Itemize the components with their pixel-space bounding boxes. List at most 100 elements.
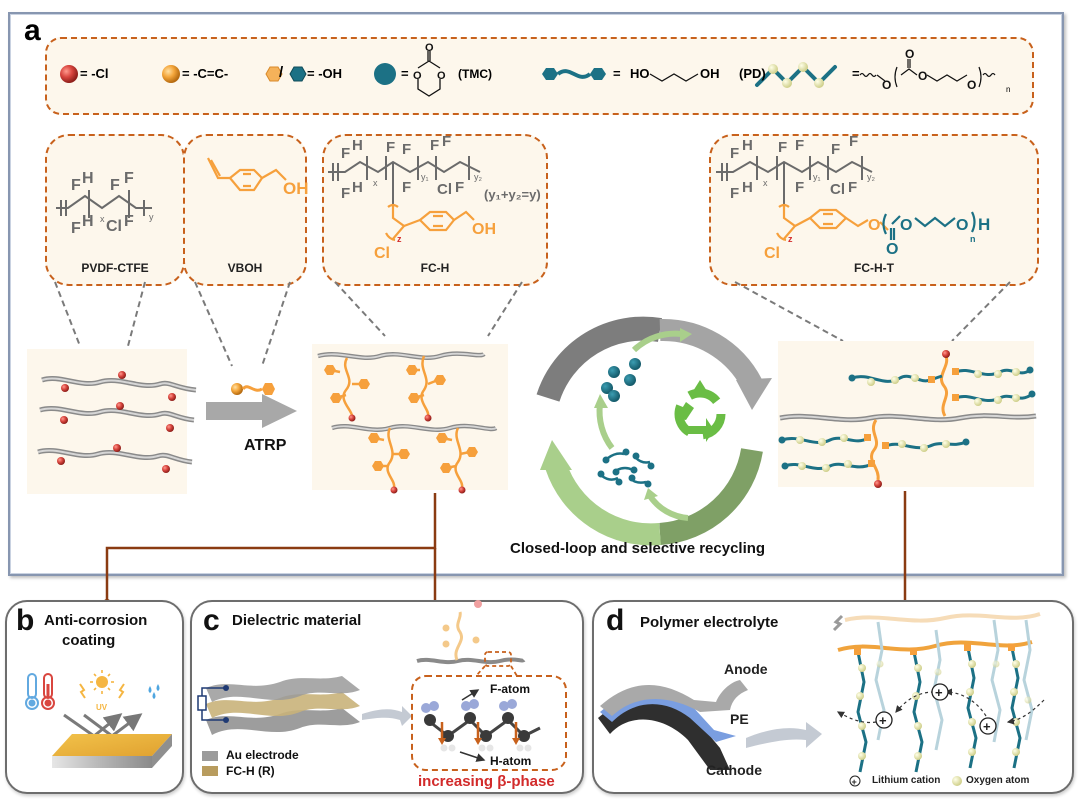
battery-layers xyxy=(598,680,748,770)
legend-box xyxy=(45,37,1034,115)
legend-oxygen-icon xyxy=(952,776,962,786)
fcht-sub-y2: y₂ xyxy=(867,172,876,182)
fcht-h: H xyxy=(978,215,990,234)
panel-c-title: Dielectric material xyxy=(232,612,362,629)
fc-h-chain-inset xyxy=(416,600,526,665)
application-connectors xyxy=(105,491,907,610)
svg-text:F: F xyxy=(341,145,350,162)
fcht-sub-n: n xyxy=(970,234,976,244)
vboh-structure xyxy=(207,157,287,192)
svg-text:O: O xyxy=(437,70,446,82)
hot-thermometer-icon xyxy=(41,673,55,710)
legend-swatch-au xyxy=(202,751,218,761)
legend-pd-name: (PD) xyxy=(739,66,766,81)
alkene-sphere-icon xyxy=(162,65,180,83)
zoom-arrow-c xyxy=(362,706,412,726)
ptmc-chain-icon xyxy=(755,62,837,88)
pvdf-ctfe-chains-panel xyxy=(27,349,187,494)
oh-hexagon-teal-icon xyxy=(289,66,307,82)
pvdf-ctfe-chains xyxy=(37,371,197,473)
legend-pd-ho: HO xyxy=(630,66,650,81)
legend-oh-label: = -OH xyxy=(307,66,343,81)
beta-phase-inset-box xyxy=(411,675,567,771)
svg-text:F: F xyxy=(831,141,840,158)
svg-text:O: O xyxy=(967,78,976,92)
coated-plate-top xyxy=(52,734,172,756)
fc-h-cl-spheres xyxy=(348,414,466,494)
electrode-contact-top xyxy=(223,685,229,691)
fcht-o2: O xyxy=(886,241,898,258)
pd-molecule-icon xyxy=(542,68,606,80)
svg-text:F: F xyxy=(455,179,464,196)
fcht-o3: O xyxy=(956,217,968,234)
tmc-sphere-icon xyxy=(374,63,396,85)
svg-text:F: F xyxy=(430,137,439,154)
svg-text:H: H xyxy=(352,137,363,154)
svg-text:F: F xyxy=(71,177,81,194)
green-arrowhead-icon xyxy=(540,440,572,470)
svg-text:Cl: Cl xyxy=(830,181,845,198)
panel-b-label: b xyxy=(16,604,35,637)
f-atom-label: F-atom xyxy=(490,682,530,696)
pvdf-ctfe-structure xyxy=(56,190,152,218)
svg-text:H: H xyxy=(82,213,94,230)
svg-text:+: + xyxy=(852,777,857,787)
gray-arrowhead-icon xyxy=(736,378,772,410)
panel-d-label: d xyxy=(606,604,625,637)
fcht-sub-y1: y₁ xyxy=(813,172,821,182)
lithium-cation-icons: + + + xyxy=(875,683,997,735)
legend-cl-label: = -Cl xyxy=(80,66,109,81)
svg-text:F: F xyxy=(442,133,451,150)
fc-h-t-box xyxy=(709,134,1039,286)
sun-icon xyxy=(79,670,125,699)
svg-text:F: F xyxy=(848,179,857,196)
legend-pd-oh: OH xyxy=(700,66,720,81)
beta-phase-molecule xyxy=(421,699,541,752)
svg-text:H: H xyxy=(742,179,753,196)
fc-h-backbone xyxy=(328,156,481,206)
legend-au-electrode: Au electrode xyxy=(226,748,299,762)
vboh-name: VBOH xyxy=(227,261,263,275)
legend-oh-separator: / xyxy=(279,64,284,81)
fch-oh: OH xyxy=(472,221,496,238)
legend-graphics: O O O O O O O xyxy=(60,42,996,97)
svg-text:F: F xyxy=(124,170,134,187)
legend-fch-r: FC-H (R) xyxy=(226,764,275,778)
legend-pd-equals: = xyxy=(613,66,621,81)
panel-b-graphics: UV xyxy=(25,670,172,768)
fcht-o1: O xyxy=(900,217,912,234)
svg-text:O: O xyxy=(425,42,434,54)
svg-text:F: F xyxy=(730,185,739,202)
pe-label: PE xyxy=(730,711,749,727)
ptmc-structure xyxy=(859,59,996,88)
svg-text:F: F xyxy=(110,177,120,194)
svg-text:F: F xyxy=(730,145,739,162)
zoom-connectors xyxy=(54,281,1011,367)
svg-text:H: H xyxy=(82,170,94,187)
water-drops-icon xyxy=(148,684,160,699)
recycling-loop xyxy=(536,316,772,546)
fc-h-grafts xyxy=(329,355,471,489)
fc-h-chains xyxy=(317,351,498,432)
svg-text:F: F xyxy=(71,220,81,237)
legend-tmc-equals: = xyxy=(401,66,409,81)
h-atom-pointer xyxy=(459,751,486,762)
legend-swatch-fch xyxy=(202,766,218,776)
tmc-monomer-cluster xyxy=(601,358,641,402)
atrp-reagent-icon xyxy=(231,383,275,395)
fc-h-hexagons xyxy=(324,365,478,473)
pd-molecule-hexagons xyxy=(597,448,655,488)
fc-h-t-name: FC-H-T xyxy=(854,261,894,275)
pvdf-sub-x: x xyxy=(100,214,105,224)
svg-text:Cl: Cl xyxy=(106,218,122,235)
svg-text:H: H xyxy=(352,179,363,196)
svg-text:+: + xyxy=(935,685,943,700)
panel-d-title: Polymer electrolyte xyxy=(640,614,779,631)
legend-lithium-cation: Lithium cation xyxy=(872,775,941,786)
panel-b-title-line2: coating xyxy=(62,632,116,649)
svg-text:F: F xyxy=(795,179,804,196)
svg-text:+: + xyxy=(983,719,991,734)
atrp-label: ATRP xyxy=(244,437,287,454)
svg-text:H: H xyxy=(742,137,753,154)
